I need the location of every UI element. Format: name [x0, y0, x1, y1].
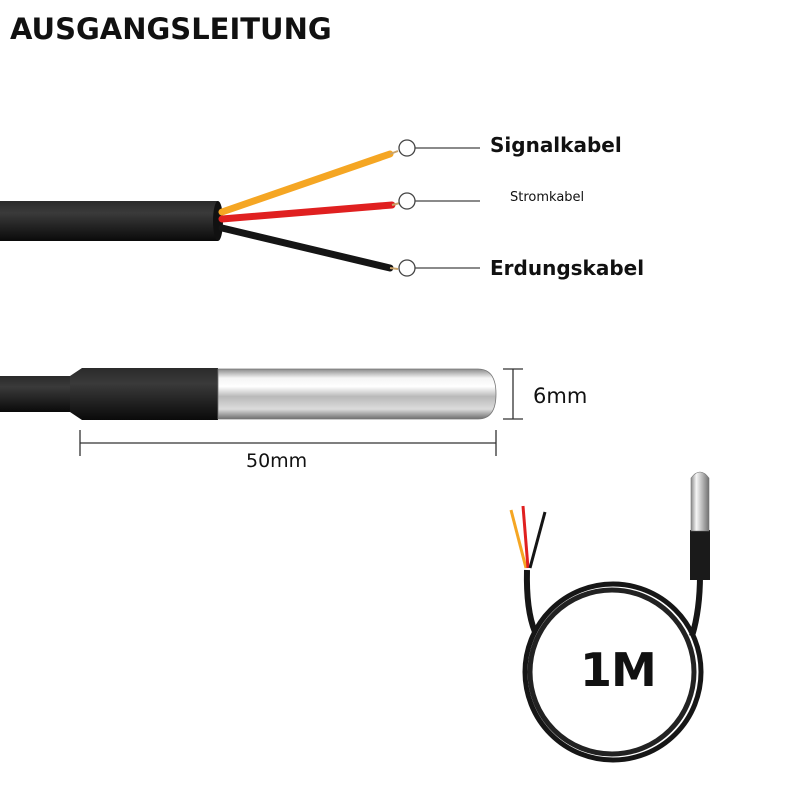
dimension-markers [79, 368, 523, 456]
length-label: 50mm [246, 450, 308, 472]
ground-callout-marker [398, 259, 416, 277]
cable-length-label: 1M [580, 643, 657, 697]
power-wire-tip [391, 202, 401, 206]
mini-probe-steel [690, 471, 710, 532]
mini-probe-heatshrink [690, 530, 710, 580]
ground-wire [218, 224, 394, 272]
coil-loop-inner [527, 587, 697, 757]
wire-cable [0, 150, 401, 272]
ground-wire-label: Erdungskabel [490, 256, 645, 280]
coil-left-lead [523, 569, 538, 634]
probe-steel-tube [217, 368, 497, 420]
probe-cable [0, 376, 80, 412]
cable-jacket [0, 201, 218, 241]
mini-ground-wire [528, 511, 547, 569]
coil-right-lead [689, 574, 703, 637]
signal-wire-tip [389, 150, 399, 155]
probe [0, 368, 497, 420]
power-wire-label: Stromkabel [510, 190, 585, 205]
coil-loop-outer [522, 581, 704, 763]
power-wire [218, 201, 396, 223]
signal-wire [218, 150, 394, 216]
coiled-sensor [509, 471, 710, 763]
wire-callouts [398, 139, 480, 277]
signal-callout-marker [398, 139, 416, 157]
page-title: AUSGANGSLEITUNG [10, 12, 332, 46]
diameter-label: 6mm [533, 384, 588, 408]
ground-wire-tip [389, 267, 399, 270]
mini-signal-wire [509, 509, 528, 569]
probe-heatshrink [70, 368, 218, 420]
signal-wire-label: Signalkabel [490, 133, 622, 157]
power-callout-marker [398, 192, 416, 210]
mini-power-wire [521, 505, 530, 569]
